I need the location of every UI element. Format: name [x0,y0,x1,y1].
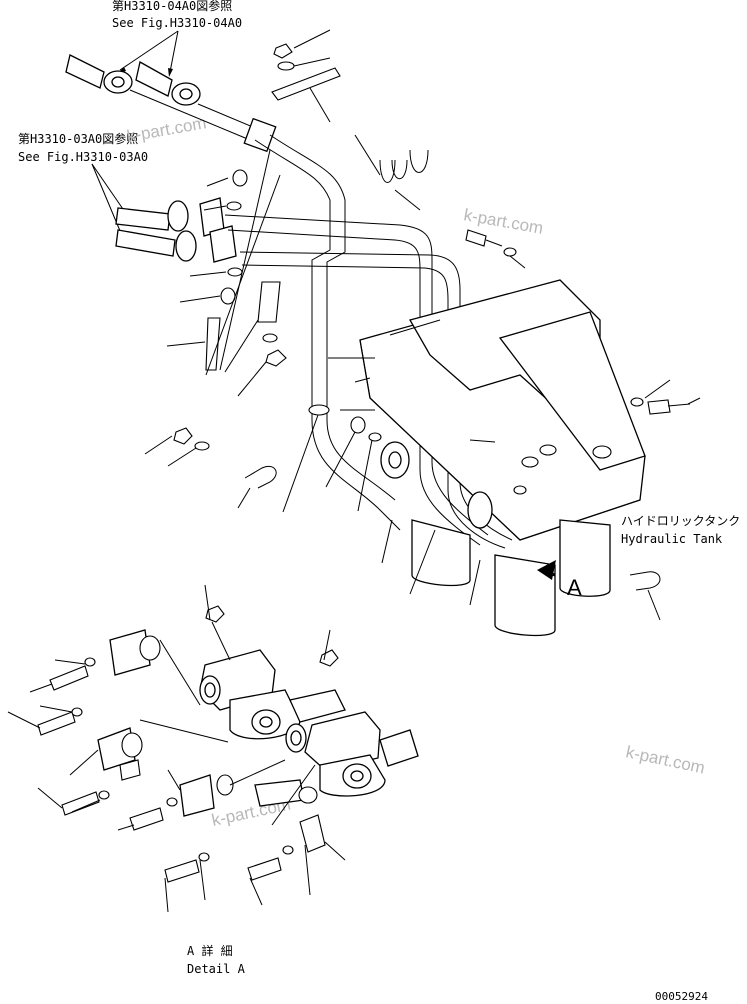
ref-top-en: See Fig.H3310-04A0 [112,16,242,30]
hydraulic-tank [359,279,646,637]
tank-label-jp: ハイドロリックタンク [621,514,740,528]
ref-top-jp: 第H3310-04A0図参照 [112,0,232,13]
leader-lines-main [144,29,701,621]
upper-hose-assembly [65,54,277,153]
detail-a-exploded-view [37,605,419,883]
leader-lines-detail [7,584,346,913]
tank-label-en: Hydraulic Tank [621,532,723,546]
detail-a-label-jp: A 詳 細 [187,943,233,958]
watermark-1: k-part.com [125,113,207,146]
ref-mid-en: See Fig.H3310-03A0 [18,150,148,164]
doc-number: 00052924 [655,990,708,1003]
ref-top-arrows [117,30,179,77]
detail-a-label-en: Detail A [187,962,246,976]
watermark-3: k-part.com [624,742,706,777]
main-fasteners [173,43,691,591]
view-marker-a: A [567,575,582,600]
ref-mid-jp: 第H3310-03A0図参照 [18,131,138,146]
